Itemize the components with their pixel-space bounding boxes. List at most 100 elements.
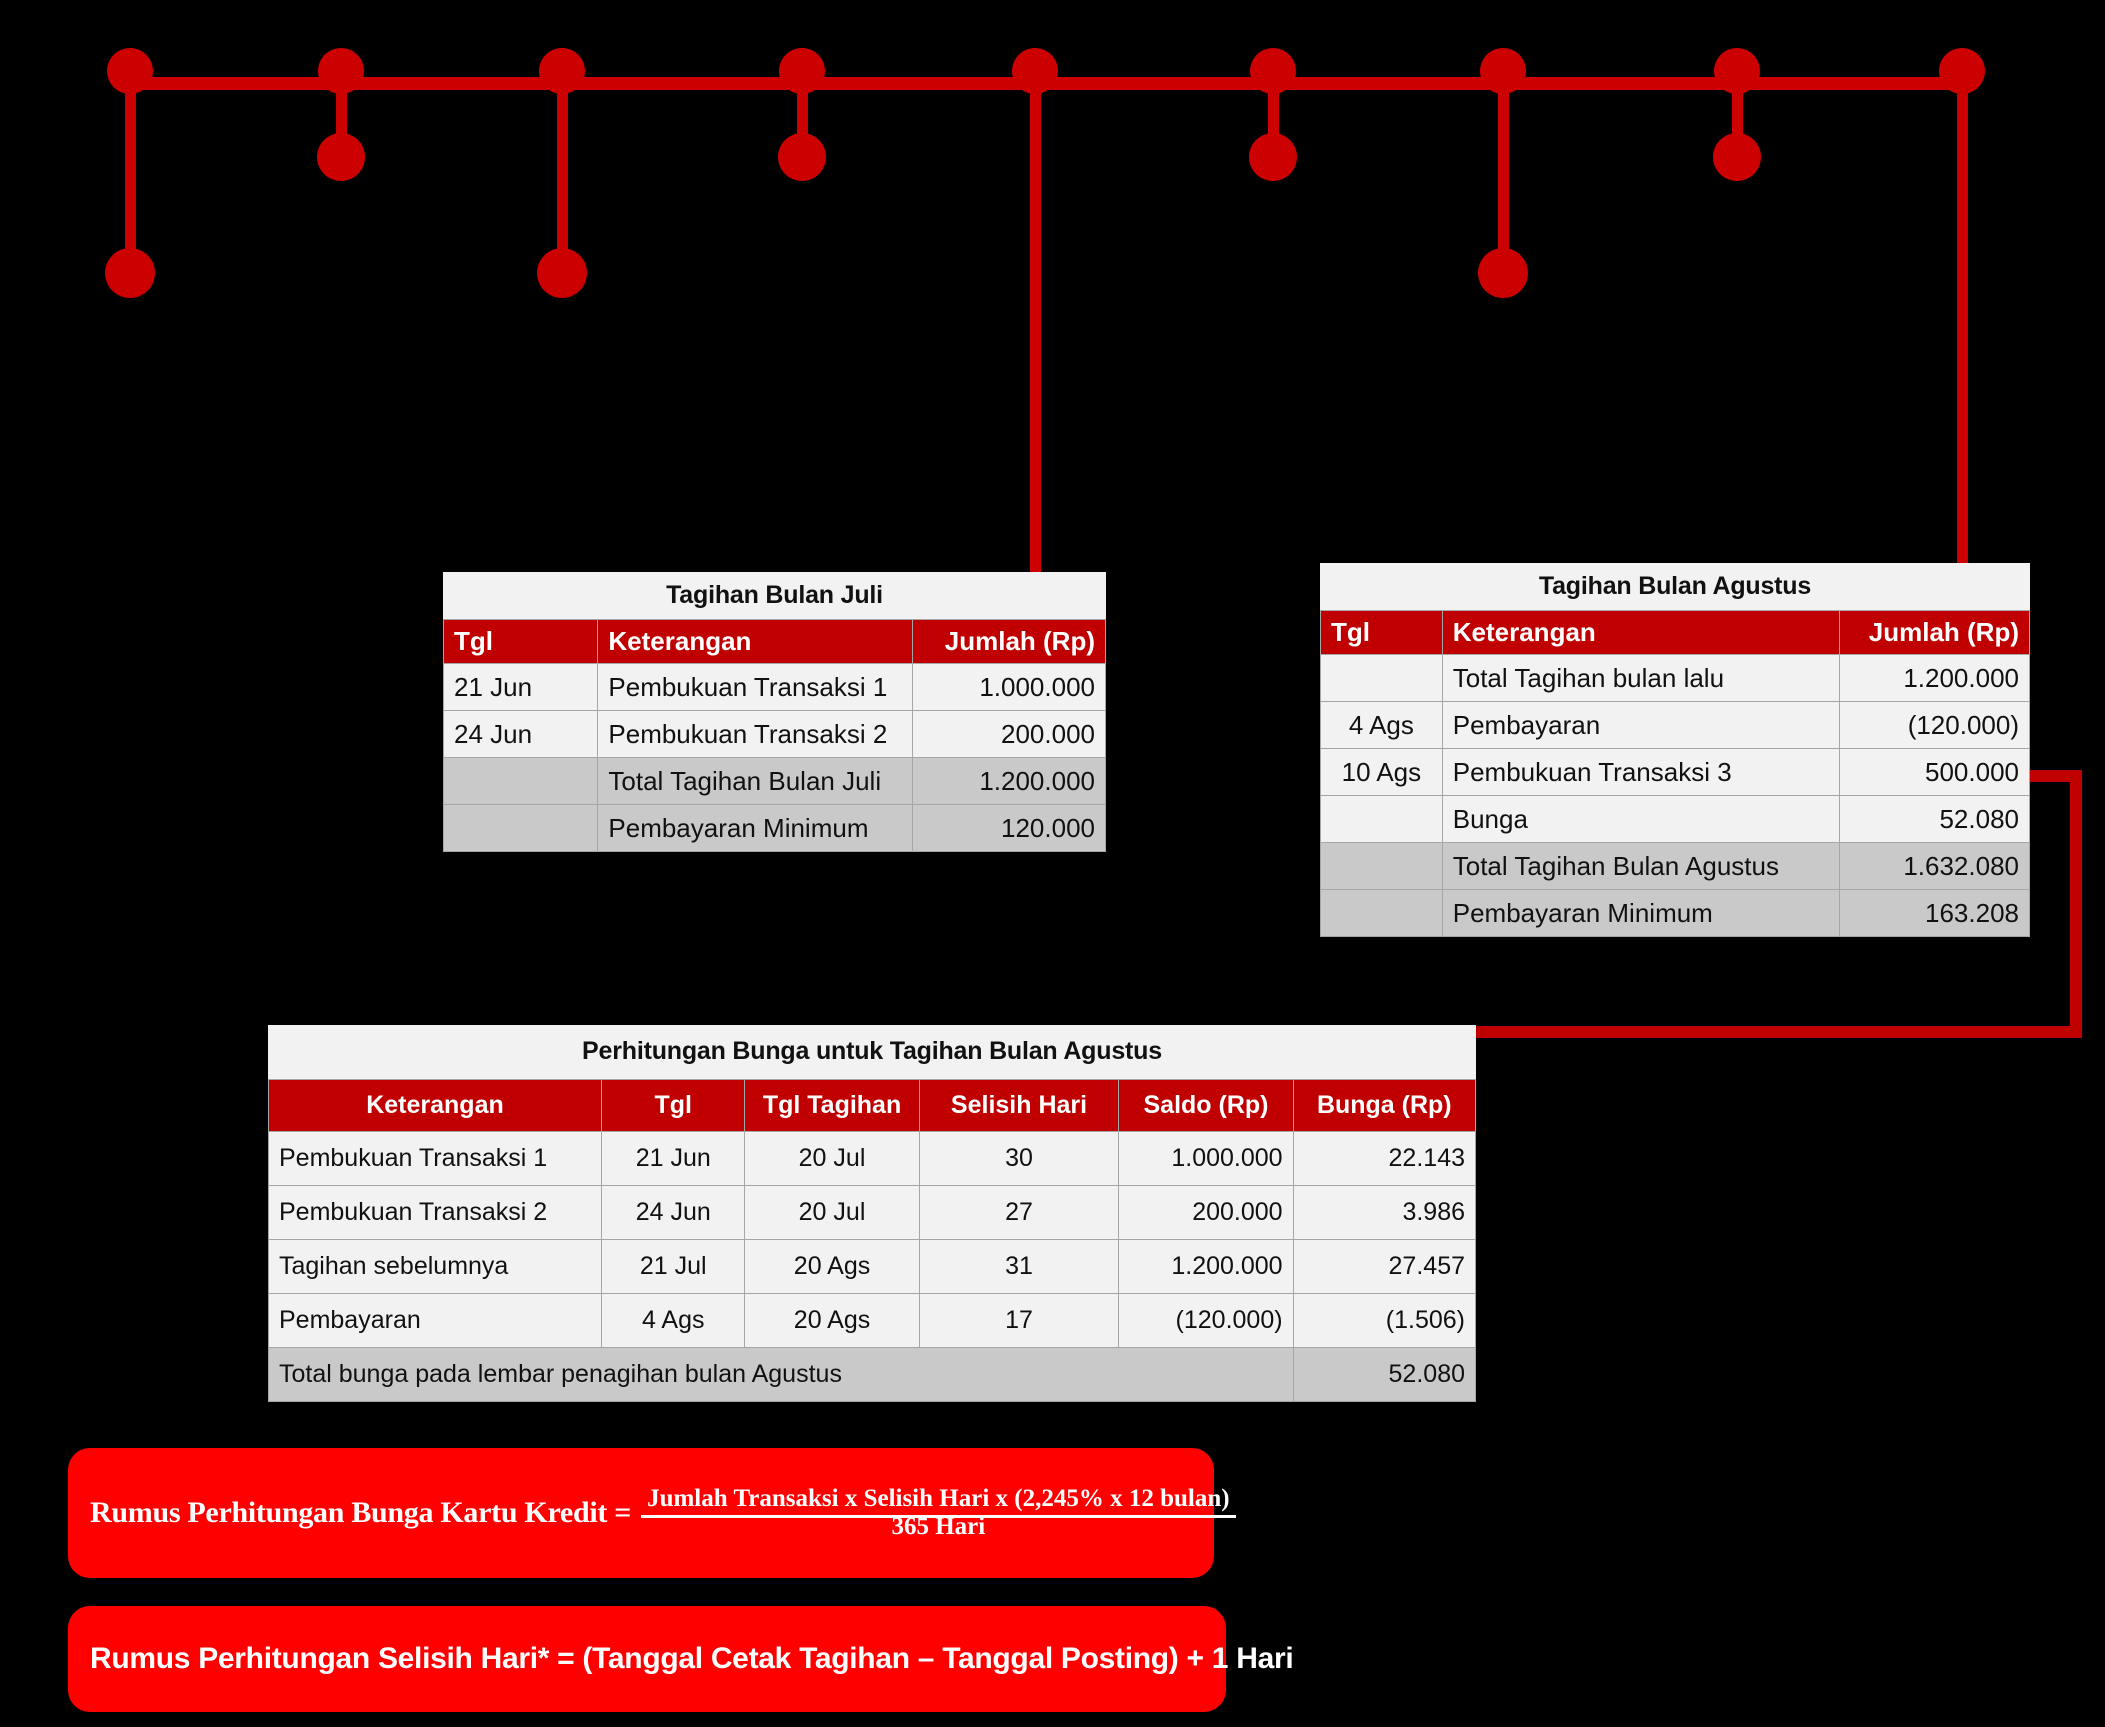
cell-keterangan: Total Tagihan Bulan Juli <box>597 757 914 805</box>
connector-segment-right <box>2024 770 2082 782</box>
table-perhitungan-bunga: Perhitungan Bunga untuk Tagihan Bulan Ag… <box>268 1025 1477 1402</box>
timeline-node-3[interactable] <box>539 48 585 94</box>
col-header-keterangan: Keterangan <box>268 1078 602 1132</box>
cell-tgl-tagihan: 20 Jul <box>744 1130 920 1186</box>
table-row-summary: Pembayaran Minimum 120.000 <box>442 804 1106 852</box>
timeline-endpoint-4[interactable] <box>778 133 826 181</box>
timeline-endpoint-3[interactable] <box>537 248 587 298</box>
timeline-node-5[interactable] <box>1012 48 1058 94</box>
timeline-endpoint-7[interactable] <box>1478 248 1528 298</box>
timeline-endpoint-1[interactable] <box>105 248 155 298</box>
rumus-bunga-fraction: Jumlah Transaksi x Selisih Hari x (2,245… <box>641 1485 1236 1541</box>
rumus-selisih-hari-box: Rumus Perhitungan Selisih Hari* = (Tangg… <box>68 1606 1294 1712</box>
connector-segment-down <box>2070 770 2082 1038</box>
cell-tgl: 21 Jul <box>600 1238 746 1294</box>
timeline-endpoint-8[interactable] <box>1713 133 1761 181</box>
timeline-stem-2 <box>336 80 347 155</box>
table-bunga-title-row: Perhitungan Bunga untuk Tagihan Bulan Ag… <box>268 1025 1476 1079</box>
timeline-stem-4 <box>797 80 808 155</box>
cell-jumlah: 120.000 <box>912 804 1106 852</box>
table-row: 24 Jun Pembukuan Transaksi 2 200.000 <box>442 710 1106 758</box>
col-header-saldo: Saldo (Rp) <box>1118 1078 1294 1132</box>
col-header-tgl: Tgl <box>1320 610 1443 655</box>
cell-total-label: Total bunga pada lembar penagihan bulan … <box>268 1346 1294 1402</box>
table-row: 4 Ags Pembayaran (120.000) <box>1320 701 2030 749</box>
cell-keterangan: Pembukuan Transaksi 1 <box>597 663 914 711</box>
cell-jumlah: 52.080 <box>1839 795 2030 843</box>
cell-keterangan: Total Tagihan bulan lalu <box>1441 654 1841 702</box>
cell-tgl: 24 Jun <box>600 1184 746 1240</box>
rumus-bunga-box: Rumus Perhitungan Bunga Kartu Kredit = J… <box>68 1448 1236 1578</box>
cell-tgl-tagihan: 20 Ags <box>744 1238 920 1294</box>
table-row-summary: Total Tagihan Bulan Agustus 1.632.080 <box>1320 842 2030 890</box>
table-row: Bunga 52.080 <box>1320 795 2030 843</box>
timeline-node-8[interactable] <box>1714 48 1760 94</box>
cell-total-value: 52.080 <box>1292 1346 1477 1402</box>
cell-bunga: (1.506) <box>1292 1292 1477 1348</box>
cell-selisih-hari: 17 <box>918 1292 1120 1348</box>
timeline-endpoint-6[interactable] <box>1249 133 1297 181</box>
table-row: Pembukuan Transaksi 1 21 Jun 20 Jul 30 1… <box>268 1130 1477 1186</box>
rumus-bunga-label: Rumus Perhitungan Bunga Kartu Kredit = <box>90 1496 632 1529</box>
cell-jumlah: 500.000 <box>1839 748 2030 796</box>
table-tagihan-juli: Tagihan Bulan Juli Tgl Keterangan Jumlah… <box>442 572 1106 852</box>
rumus-bunga-numerator: Jumlah Transaksi x Selisih Hari x (2,245… <box>641 1485 1236 1518</box>
table-bunga-title: Perhitungan Bunga untuk Tagihan Bulan Ag… <box>268 1025 1476 1079</box>
cell-selisih-hari: 27 <box>918 1184 1120 1240</box>
timeline-stem-9 <box>1957 80 1968 565</box>
table-bunga-header-row: Keterangan Tgl Tgl Tagihan Selisih Hari … <box>268 1078 1477 1132</box>
connector-segment-left <box>1468 1026 2082 1038</box>
col-header-jumlah: Jumlah (Rp) <box>912 619 1106 664</box>
cell-tgl: 24 Jun <box>442 710 599 758</box>
timeline-node-1[interactable] <box>107 48 153 94</box>
cell-keterangan: Total Tagihan Bulan Agustus <box>1441 842 1841 890</box>
cell-jumlah: 200.000 <box>912 710 1106 758</box>
cell-keterangan: Pembukuan Transaksi 1 <box>268 1130 602 1186</box>
timeline-node-9[interactable] <box>1939 48 1985 94</box>
timeline-node-6[interactable] <box>1250 48 1296 94</box>
table-agustus-title: Tagihan Bulan Agustus <box>1320 563 2030 611</box>
cell-keterangan: Tagihan sebelumnya <box>268 1238 602 1294</box>
table-row-summary: Total Tagihan Bulan Juli 1.200.000 <box>442 757 1106 805</box>
cell-keterangan: Bunga <box>1441 795 1841 843</box>
cell-jumlah: 163.208 <box>1839 889 2030 937</box>
cell-bunga: 3.986 <box>1292 1184 1477 1240</box>
col-header-keterangan: Keterangan <box>1441 610 1841 655</box>
table-row-total: Total bunga pada lembar penagihan bulan … <box>268 1346 1477 1402</box>
col-header-selisih-hari: Selisih Hari <box>918 1078 1120 1132</box>
cell-selisih-hari: 31 <box>918 1238 1120 1294</box>
cell-jumlah: 1.200.000 <box>912 757 1106 805</box>
timeline-node-4[interactable] <box>779 48 825 94</box>
cell-tgl: 21 Jun <box>442 663 599 711</box>
cell-keterangan: Pembayaran Minimum <box>597 804 914 852</box>
cell-tgl: 21 Jun <box>600 1130 746 1186</box>
table-agustus-header-row: Tgl Keterangan Jumlah (Rp) <box>1320 610 2030 655</box>
timeline-stem-3 <box>557 80 568 270</box>
timeline-stem-6 <box>1268 80 1279 155</box>
cell-tgl <box>1320 842 1443 890</box>
table-row: Pembukuan Transaksi 2 24 Jun 20 Jul 27 2… <box>268 1184 1477 1240</box>
cell-tgl: 4 Ags <box>600 1292 746 1348</box>
cell-keterangan: Pembayaran Minimum <box>1441 889 1841 937</box>
cell-tgl <box>1320 889 1443 937</box>
cell-tgl-tagihan: 20 Jul <box>744 1184 920 1240</box>
timeline-node-2[interactable] <box>318 48 364 94</box>
cell-jumlah: (120.000) <box>1839 701 2030 749</box>
timeline-stem-7 <box>1498 80 1509 270</box>
timeline-endpoint-2[interactable] <box>317 133 365 181</box>
table-row: 21 Jun Pembukuan Transaksi 1 1.000.000 <box>442 663 1106 711</box>
table-juli-title: Tagihan Bulan Juli <box>443 572 1106 620</box>
cell-tgl: 4 Ags <box>1320 701 1443 749</box>
timeline-node-7[interactable] <box>1480 48 1526 94</box>
cell-tgl-tagihan: 20 Ags <box>744 1292 920 1348</box>
cell-jumlah: 1.632.080 <box>1839 842 2030 890</box>
col-header-jumlah: Jumlah (Rp) <box>1839 610 2030 655</box>
table-row: Pembayaran 4 Ags 20 Ags 17 (120.000) (1.… <box>268 1292 1477 1348</box>
table-row-summary: Pembayaran Minimum 163.208 <box>1320 889 2030 937</box>
table-row: Tagihan sebelumnya 21 Jul 20 Ags 31 1.20… <box>268 1238 1477 1294</box>
table-row: Total Tagihan bulan lalu 1.200.000 <box>1320 654 2030 702</box>
cell-keterangan: Pembukuan Transaksi 2 <box>597 710 914 758</box>
cell-keterangan: Pembayaran <box>1441 701 1841 749</box>
cell-tgl <box>1320 654 1443 702</box>
